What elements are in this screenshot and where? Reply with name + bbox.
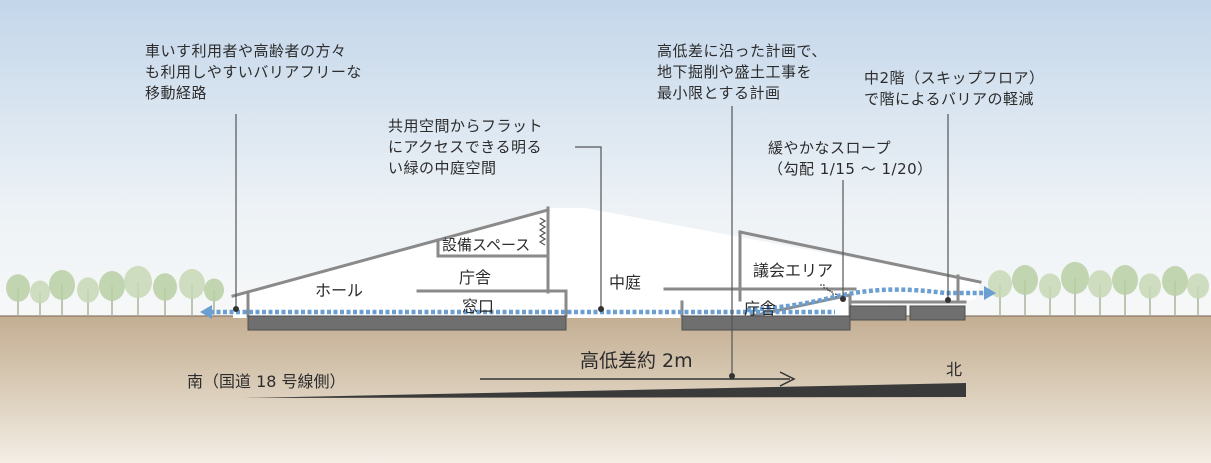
tree-crown <box>49 270 75 300</box>
ground <box>0 316 1211 463</box>
barrier-free-route <box>210 287 985 315</box>
room-office-upper: 庁舎 <box>459 268 492 287</box>
route-arrow-right <box>984 286 996 300</box>
tree-crown <box>77 277 99 303</box>
room-hall: ホール <box>315 281 364 300</box>
elevation-difference-label: 高低差約 2m <box>580 350 693 372</box>
room-facilities-space: 設備スペース <box>442 236 531 254</box>
tree-crown <box>1139 273 1161 299</box>
tree-crown <box>124 265 152 299</box>
annotation-terrain-plan: 高低差に沿った計画で、 地下掘削や盛土工事を 最小限とする計画 <box>657 42 827 102</box>
room-courtyard: 中庭 <box>609 273 642 292</box>
annotation-courtyard: 共用空間からフラット にアクセスできる明る い緑の中庭空間 <box>388 117 544 177</box>
elevation-wedge <box>245 383 966 398</box>
tree-crown <box>99 271 125 301</box>
tree-crown <box>1012 265 1038 295</box>
tree-crown <box>1162 266 1188 296</box>
leader-dots <box>233 296 951 379</box>
tree-crown <box>988 270 1012 298</box>
stair-symbol <box>538 217 547 246</box>
room-counter: 窓口 <box>462 297 495 316</box>
route-arrow-left <box>200 305 212 319</box>
room-council-area: 議会エリア <box>753 261 834 280</box>
south-label: 南（国道 18 号線側） <box>187 372 346 391</box>
leader-lines <box>235 106 949 376</box>
tree-crown <box>1039 273 1061 299</box>
tree-crown <box>204 278 224 302</box>
north-label: 北 <box>946 360 963 379</box>
foundations <box>247 305 966 331</box>
structure-lines <box>231 206 982 320</box>
tree-crown <box>6 274 30 302</box>
tree-crown <box>1061 261 1089 295</box>
room-office-lower: 庁舎 <box>744 299 777 318</box>
tree-crown <box>179 269 205 299</box>
steps-symbol <box>820 284 837 297</box>
tree-crown <box>1088 270 1112 298</box>
tree-crown <box>30 280 50 304</box>
tree-crown <box>153 273 177 301</box>
tree-crown <box>1112 265 1138 295</box>
annotation-skip-floor: 中2階（スキップフロア） で階によるバリアの軽減 <box>864 69 1045 108</box>
annotation-slope: 緩やかなスロープ （勾配 1/15 ～ 1/20） <box>768 139 933 178</box>
tree-crown <box>1187 273 1209 299</box>
annotation-barrier-free-route: 車いす利用者や高齢者の方々 も利用しやすいバリアフリーな 移動経路 <box>145 42 362 102</box>
elevation-arrowhead <box>779 371 796 387</box>
